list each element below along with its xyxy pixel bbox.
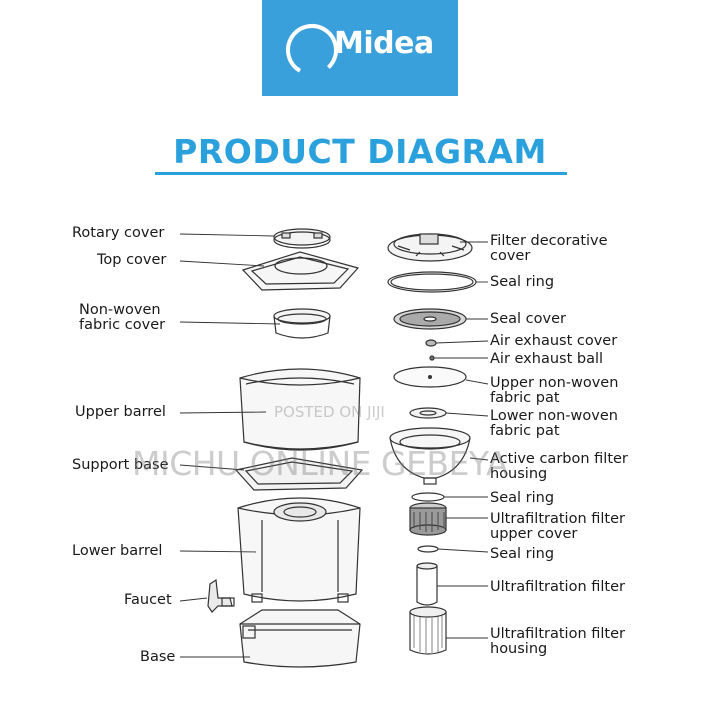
title-underline <box>155 172 567 175</box>
seal-ring-1-part <box>387 271 477 293</box>
brand-name: Midea <box>334 26 434 61</box>
label-air-exhaust-cover: Air exhaust cover <box>490 333 618 349</box>
seal-ring-2-part <box>411 492 445 502</box>
air-exhaust-cover-part <box>425 339 437 347</box>
label-ultrafiltration-filter: Ultrafiltration filter <box>490 579 625 595</box>
seal-ring-3-part <box>417 545 439 553</box>
midea-logo-mark-icon <box>286 24 339 76</box>
label-base: Base <box>140 649 176 665</box>
label-seal-ring-3: Seal ring <box>490 546 555 562</box>
label-upper-barrel: Upper barrel <box>75 404 166 420</box>
lower-barrel-part <box>237 497 361 603</box>
label-lower-barrel: Lower barrel <box>72 543 163 559</box>
label-seal-ring-1: Seal ring <box>490 274 555 290</box>
upper-barrel-part <box>239 368 361 451</box>
watermark-large: MICHU ONLINE GEBEYA <box>132 444 509 483</box>
air-exhaust-ball-part <box>429 355 435 361</box>
right-leader-lines <box>434 241 489 639</box>
non-woven-fabric-cover-part <box>273 308 331 339</box>
brand-logo: Midea <box>262 0 458 96</box>
label-seal-ring-2: Seal ring <box>490 490 555 506</box>
ultrafiltration-filter-part <box>416 562 438 606</box>
ultrafiltration-filter-upper-cover-part <box>409 502 447 536</box>
watermark-small: POSTED ON JIJI <box>274 403 385 421</box>
label-seal-cover: Seal cover <box>490 311 566 327</box>
top-cover-part <box>241 251 360 291</box>
label-top-cover: Top cover <box>97 252 167 268</box>
left-leader-lines <box>179 233 281 658</box>
seal-cover-part <box>393 308 467 330</box>
label-support-base: Support base <box>72 457 169 473</box>
base-part <box>239 609 361 668</box>
rotary-cover-part <box>273 228 331 249</box>
faucet-part <box>207 578 235 613</box>
label-faucet: Faucet <box>124 592 172 608</box>
lower-non-woven-fabric-pat-part <box>409 407 447 419</box>
active-carbon-filter-housing-part <box>389 427 471 485</box>
filter-decorative-cover-part <box>387 233 473 262</box>
support-base-part <box>234 457 364 491</box>
ultrafiltration-filter-housing-part <box>409 606 447 655</box>
page-title: PRODUCT DIAGRAM <box>173 132 547 171</box>
label-air-exhaust-ball: Air exhaust ball <box>490 351 604 367</box>
label-rotary-cover: Rotary cover <box>72 225 165 241</box>
upper-non-woven-fabric-pat-part <box>393 366 467 388</box>
